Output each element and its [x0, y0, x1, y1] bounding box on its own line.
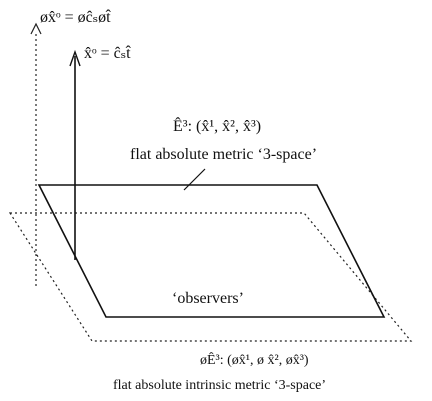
inner-time-axis-arrowhead [69, 49, 81, 67]
upper-space-coords: Ê³: (x̂¹, x̂², x̂³) [173, 118, 262, 135]
upper-solid-parallelogram [37, 184, 386, 318]
upper-space-caption: flat absolute metric ‘3-space’ [130, 146, 318, 163]
lower-dotted-parallelogram [8, 212, 413, 342]
outer-axis-label: øx̂ᵒ = øĉₛøt̂ [40, 9, 111, 26]
outer-time-axis-arrowhead [30, 22, 42, 35]
lower-space-coords: øÊ³: (øx̂¹, ø x̂², øx̂³) [200, 353, 309, 368]
observers-label: ‘observers’ [172, 290, 244, 307]
lower-space-caption: flat absolute intrinsic metric ‘3-space’ [113, 378, 327, 393]
inner-axis-label: x̂ᵒ = ĉₛt̂ [84, 45, 131, 62]
caption-leader-line [183, 168, 206, 191]
